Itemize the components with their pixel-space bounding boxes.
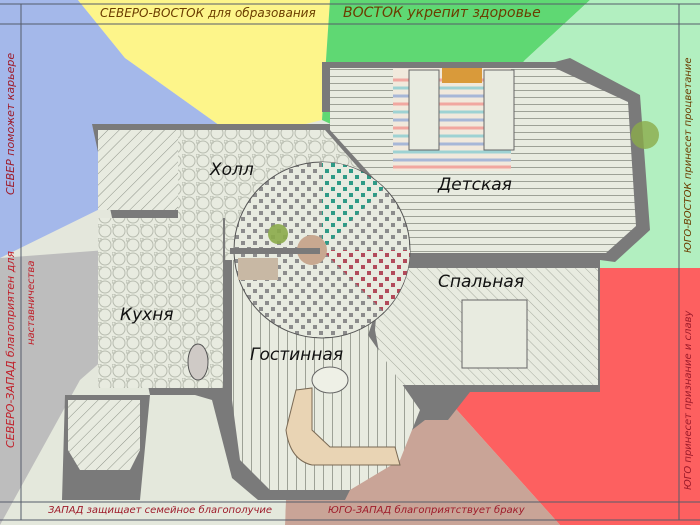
zone-label-southeast: ЮГО-ВОСТОК принесет процветание <box>683 57 694 253</box>
dining-table <box>187 343 209 381</box>
zone-label-northwest-2: наставничества <box>26 260 37 345</box>
room-label-bedroom: Спальная <box>438 272 525 292</box>
zone-label-west: ЗАПАД защищает семейное благополучие <box>48 505 273 516</box>
coffee-table <box>311 366 349 394</box>
zone-label-northwest-1: СЕВЕРО-ЗАПАД благоприятен для <box>4 251 17 448</box>
round-mosaic <box>230 161 411 339</box>
zone-label-east: ВОСТОК укрепит здоровье <box>343 5 541 21</box>
zone-label-northeast: СЕВЕРО-ВОСТОК для образования <box>100 6 316 20</box>
room-label-kitchen: Кухня <box>120 305 174 325</box>
bed-2 <box>483 69 515 151</box>
plant-hall <box>268 224 288 244</box>
house <box>62 58 659 500</box>
room-label-living-room: Гостинная <box>250 345 344 365</box>
kids-rug <box>393 68 515 171</box>
zone-label-southwest: ЮГО-ЗАПАД благоприятствует браку <box>328 505 525 516</box>
balcony-floor <box>68 400 140 470</box>
zone-label-south: ЮГО принесет признание и славу <box>683 310 694 490</box>
bed-1 <box>408 69 440 151</box>
zone-northeast <box>78 0 330 140</box>
zone-northwest <box>0 240 240 525</box>
nightstand <box>442 68 482 83</box>
room-label-hall: Холл <box>210 160 254 180</box>
plant-kids <box>631 121 659 149</box>
corner-sofa <box>285 387 401 466</box>
zone-label-north: СЕВЕР поможет карьере <box>4 52 17 195</box>
double-bed <box>461 299 528 369</box>
room-label-kids-room: Детская <box>438 175 512 195</box>
frame-lines <box>0 3 700 521</box>
